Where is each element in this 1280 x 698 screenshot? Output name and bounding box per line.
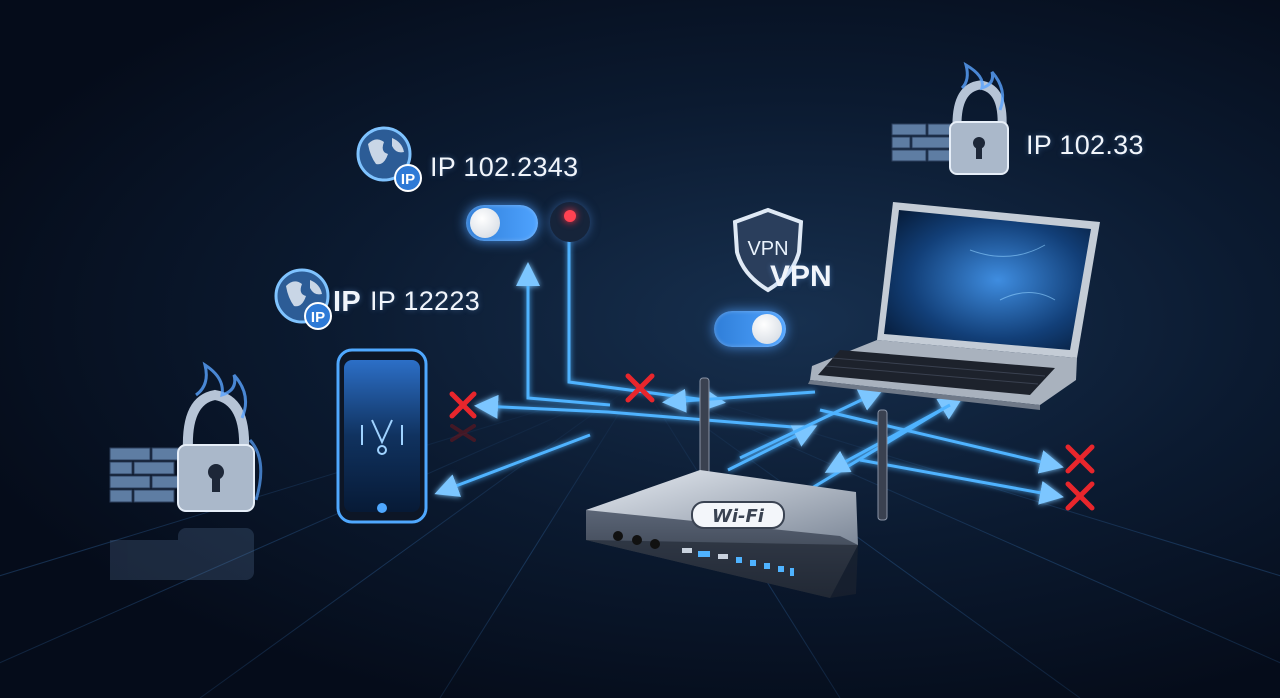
beam-center-left bbox=[662, 388, 816, 413]
globe-icon: IP bbox=[274, 268, 332, 330]
beam-router-up bbox=[727, 425, 818, 472]
toggle-knob bbox=[752, 314, 782, 344]
ip-label-top: IP 102.2343 bbox=[430, 152, 579, 182]
beam-laptop-down bbox=[824, 403, 951, 473]
blocked-x-icon bbox=[1065, 481, 1095, 511]
toggle-knob bbox=[470, 208, 500, 238]
globe-badge-text: IP bbox=[401, 171, 415, 188]
ip-label-right: IP 102.33 bbox=[1026, 130, 1144, 160]
firewall-icon bbox=[891, 123, 955, 162]
globe-icon: IP bbox=[356, 126, 422, 192]
globe-badge-text: IP bbox=[311, 309, 325, 326]
blocked-x-icon bbox=[449, 391, 477, 419]
beam-up-to-toggle bbox=[516, 262, 611, 407]
beam-to-phone bbox=[434, 433, 591, 497]
vpn-label: VPN bbox=[770, 260, 832, 293]
toggle-switch-top[interactable] bbox=[466, 205, 538, 241]
firewall-icon bbox=[109, 447, 187, 503]
beam-to-right-x-2 bbox=[859, 458, 1064, 505]
blocked-x-icon bbox=[1065, 444, 1095, 474]
router-brand: Wi-Fi bbox=[712, 506, 765, 527]
status-indicator[interactable] bbox=[550, 202, 590, 242]
ip-label-left-prefix: IP bbox=[333, 286, 361, 318]
app-icon bbox=[361, 419, 403, 455]
antenna-right bbox=[877, 409, 888, 521]
padlock-icon bbox=[949, 61, 1009, 175]
blocked-x-icon bbox=[625, 373, 655, 403]
vpn-toggle-switch[interactable] bbox=[714, 311, 786, 347]
padlock-icon bbox=[177, 361, 263, 512]
shield-vpn-text: VPN bbox=[747, 238, 788, 260]
beam-to-left-x bbox=[474, 394, 806, 430]
red-status-dot bbox=[564, 210, 576, 222]
beam-to-right-x-1 bbox=[819, 408, 1064, 474]
ip-label-left: IP 12223 bbox=[370, 286, 481, 316]
beam-to-laptop-1 bbox=[739, 388, 884, 460]
